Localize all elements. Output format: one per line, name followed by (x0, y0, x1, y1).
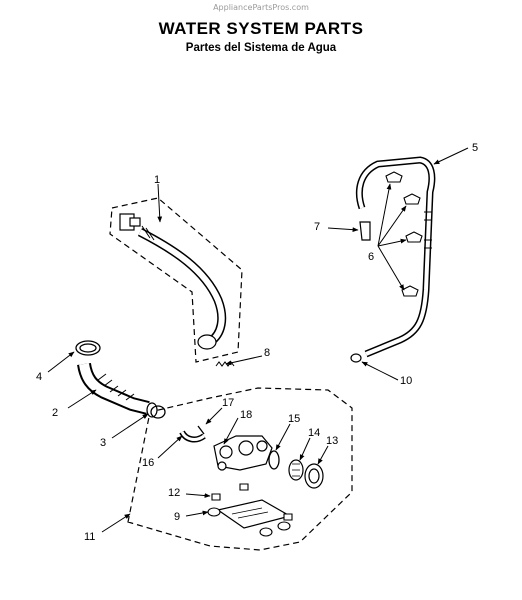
valve-seal-part (268, 450, 280, 470)
group-boundary-valve (127, 387, 353, 551)
callout-3: 3 (100, 437, 106, 449)
callout-11: 11 (84, 531, 95, 543)
callout-8: 8 (264, 347, 270, 359)
hose-clamp-part (75, 340, 101, 356)
watermark: AppliancePartsPros.com (213, 3, 309, 12)
callout-17: 17 (222, 397, 234, 409)
callout-7: 7 (314, 221, 320, 233)
callout-12: 12 (168, 487, 180, 499)
callout-15: 15 (288, 413, 300, 425)
page-title: WATER SYSTEM PARTS (158, 19, 364, 38)
clamp-part (150, 405, 166, 419)
callout-2: 2 (52, 407, 58, 419)
hose-clips-part (385, 171, 423, 297)
callout-6: 6 (368, 251, 374, 263)
callout-9: 9 (174, 511, 180, 523)
callout-13: 13 (326, 435, 338, 447)
valve-hose-part (179, 425, 206, 443)
leader-lines (47, 147, 469, 533)
callout-5: 5 (472, 142, 478, 154)
callout-1: 1 (154, 174, 160, 186)
page-subtitle: Partes del Sistema de Agua (185, 42, 337, 54)
callout-18: 18 (240, 409, 252, 421)
callout-16: 16 (142, 457, 154, 469)
drain-hose-part (119, 213, 227, 350)
bracket-part (359, 221, 371, 241)
callout-10: 10 (400, 375, 412, 387)
filter-screen-part (288, 459, 304, 481)
callout-14: 14 (308, 427, 320, 439)
callout-4: 4 (36, 371, 42, 383)
inlet-fitting-part (350, 353, 362, 363)
valve-cap-part (304, 463, 324, 489)
group-boundary-drain-hose (109, 197, 243, 363)
pump-hose-part (77, 362, 158, 418)
inlet-hose-part (355, 156, 436, 358)
grommet-part (207, 507, 291, 537)
screw-part (211, 483, 293, 521)
water-valve-part (213, 435, 273, 471)
